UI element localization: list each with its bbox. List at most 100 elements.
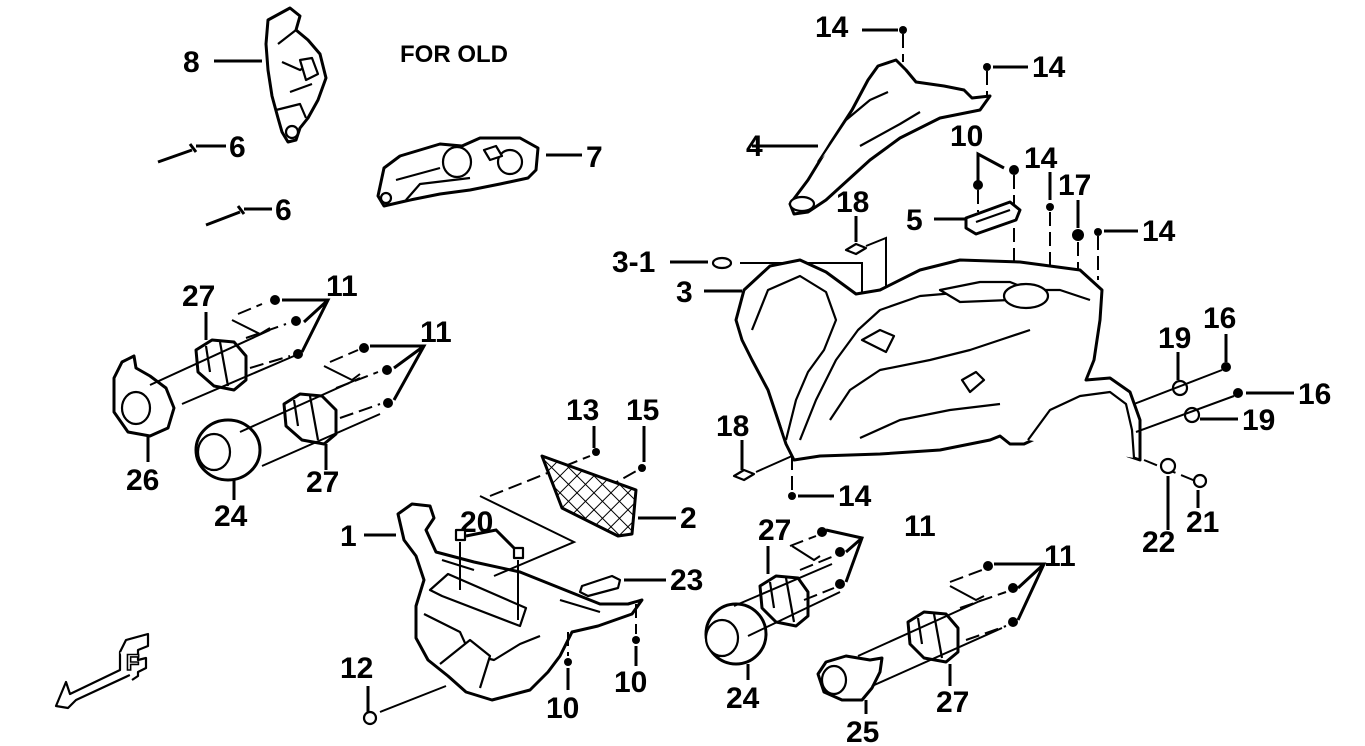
callout-3-1: 3-1: [612, 246, 655, 279]
grommet-3-1: [711, 256, 733, 270]
callout-21: 21: [1186, 506, 1219, 539]
callout-11a: 11: [326, 270, 358, 303]
leader-11b: [370, 344, 427, 401]
bolt-16a: [1221, 362, 1231, 372]
axis-27d-1: [857, 599, 983, 657]
axis-27c-2: [747, 591, 841, 637]
screw-10c: [632, 636, 640, 644]
screw-15: [638, 464, 646, 472]
part-3-front-fender: [734, 258, 1142, 462]
screws-11c: [789, 527, 845, 601]
callout-27c: 27: [758, 514, 791, 547]
callout-17: 17: [1058, 169, 1091, 202]
part-27-socket-a: [194, 338, 248, 392]
callout-16b: 16: [1298, 378, 1331, 411]
callout-5: 5: [906, 204, 923, 237]
callout-27a: 27: [182, 280, 215, 313]
leader-11a: [282, 298, 331, 353]
nut-18a: [844, 242, 868, 256]
axis-12: [379, 685, 447, 713]
axis-18b: [755, 455, 793, 473]
screw-10a-2: [1009, 165, 1019, 175]
callout-27d: 27: [936, 686, 969, 719]
axis-27a-2: [181, 355, 295, 405]
screws-11b: [323, 343, 393, 419]
leader-11d: [994, 562, 1047, 621]
callout-10c: 10: [614, 666, 647, 699]
callout-24a: 24: [214, 500, 248, 533]
callout-2: 2: [680, 502, 697, 535]
axis-18a: [865, 236, 887, 300]
axis-16a: [1133, 369, 1223, 405]
callout-14b: 14: [1032, 51, 1066, 84]
axis-27d-2: [871, 627, 1003, 687]
clip-nut-20a: [454, 528, 467, 542]
part-27-socket-d: [906, 610, 960, 664]
leader-11c: [825, 528, 864, 583]
callout-1: 1: [340, 520, 357, 553]
nut-18b: [732, 468, 756, 482]
callout-14a: 14: [815, 11, 849, 44]
clip-17: [1072, 229, 1084, 241]
direction-marker-label: F: [126, 650, 139, 675]
callout-11d: 11: [1044, 540, 1076, 573]
screw-14b: [983, 63, 991, 71]
screw-14d: [1094, 228, 1102, 236]
callout-16a: 16: [1203, 302, 1236, 335]
part-2-mesh-grille: [540, 454, 638, 538]
callout-6a: 6: [229, 131, 246, 164]
clip-nut-20b: [512, 546, 525, 560]
axis-grille: [479, 495, 577, 577]
front-direction-arrow-icon: F: [54, 632, 150, 710]
screw-14a: [899, 26, 907, 34]
part-25-headlight-lens-right: [816, 654, 884, 702]
screw-10b: [564, 658, 572, 666]
part-6-screw-b: [205, 205, 246, 227]
callout-10b: 10: [546, 692, 579, 725]
part-7-handlebar-cover: [376, 136, 540, 208]
bolt-21: [1192, 473, 1208, 489]
callout-18a: 18: [836, 186, 869, 219]
callout-24b: 24: [726, 682, 760, 715]
callout-15: 15: [626, 394, 659, 427]
washer-22: [1159, 457, 1177, 475]
callout-11b: 11: [420, 316, 452, 349]
callout-10a: 10: [950, 120, 983, 153]
screws-11a: [231, 295, 303, 369]
bolt-16b: [1233, 388, 1243, 398]
callout-13: 13: [566, 394, 599, 427]
callout-14d: 14: [1142, 215, 1176, 248]
part-6-screw-a: [157, 143, 198, 164]
callout-26: 26: [126, 464, 159, 497]
callout-8: 8: [183, 46, 200, 79]
callout-14e: 14: [838, 480, 872, 513]
diagram-title: FOR OLD: [400, 41, 508, 68]
callout-3: 3: [676, 276, 693, 309]
axis-27b-2: [261, 413, 381, 467]
screw-10a-1: [973, 180, 983, 190]
callout-22: 22: [1142, 526, 1175, 559]
part-26-headlight-lens-left: [112, 354, 176, 438]
bolt-12: [362, 710, 378, 726]
part-4-nose-cover: [788, 58, 992, 216]
callout-11c: 11: [904, 510, 936, 543]
screw-13: [592, 448, 600, 456]
part-24-headlight-lens-b: [704, 602, 768, 666]
part-8-handlebar-bracket: [264, 6, 328, 144]
part-23-reflector: [578, 574, 622, 598]
part-24-headlight-lens-a: [194, 418, 262, 482]
leader-10a: [976, 151, 1005, 184]
callout-19a: 19: [1158, 322, 1191, 355]
leader-20: [465, 528, 516, 550]
callout-4: 4: [746, 130, 763, 163]
screw-14c: [1046, 203, 1054, 211]
part-1-front-lower-panel: [396, 502, 644, 702]
callout-14c: 14: [1024, 142, 1058, 175]
callout-27b: 27: [306, 466, 339, 499]
screws-11d: [949, 561, 1018, 641]
callout-18b: 18: [716, 410, 749, 443]
callout-25: 25: [846, 716, 879, 746]
screw-14e: [788, 492, 796, 500]
callout-19b: 19: [1242, 404, 1275, 437]
axis-16b: [1135, 395, 1235, 433]
